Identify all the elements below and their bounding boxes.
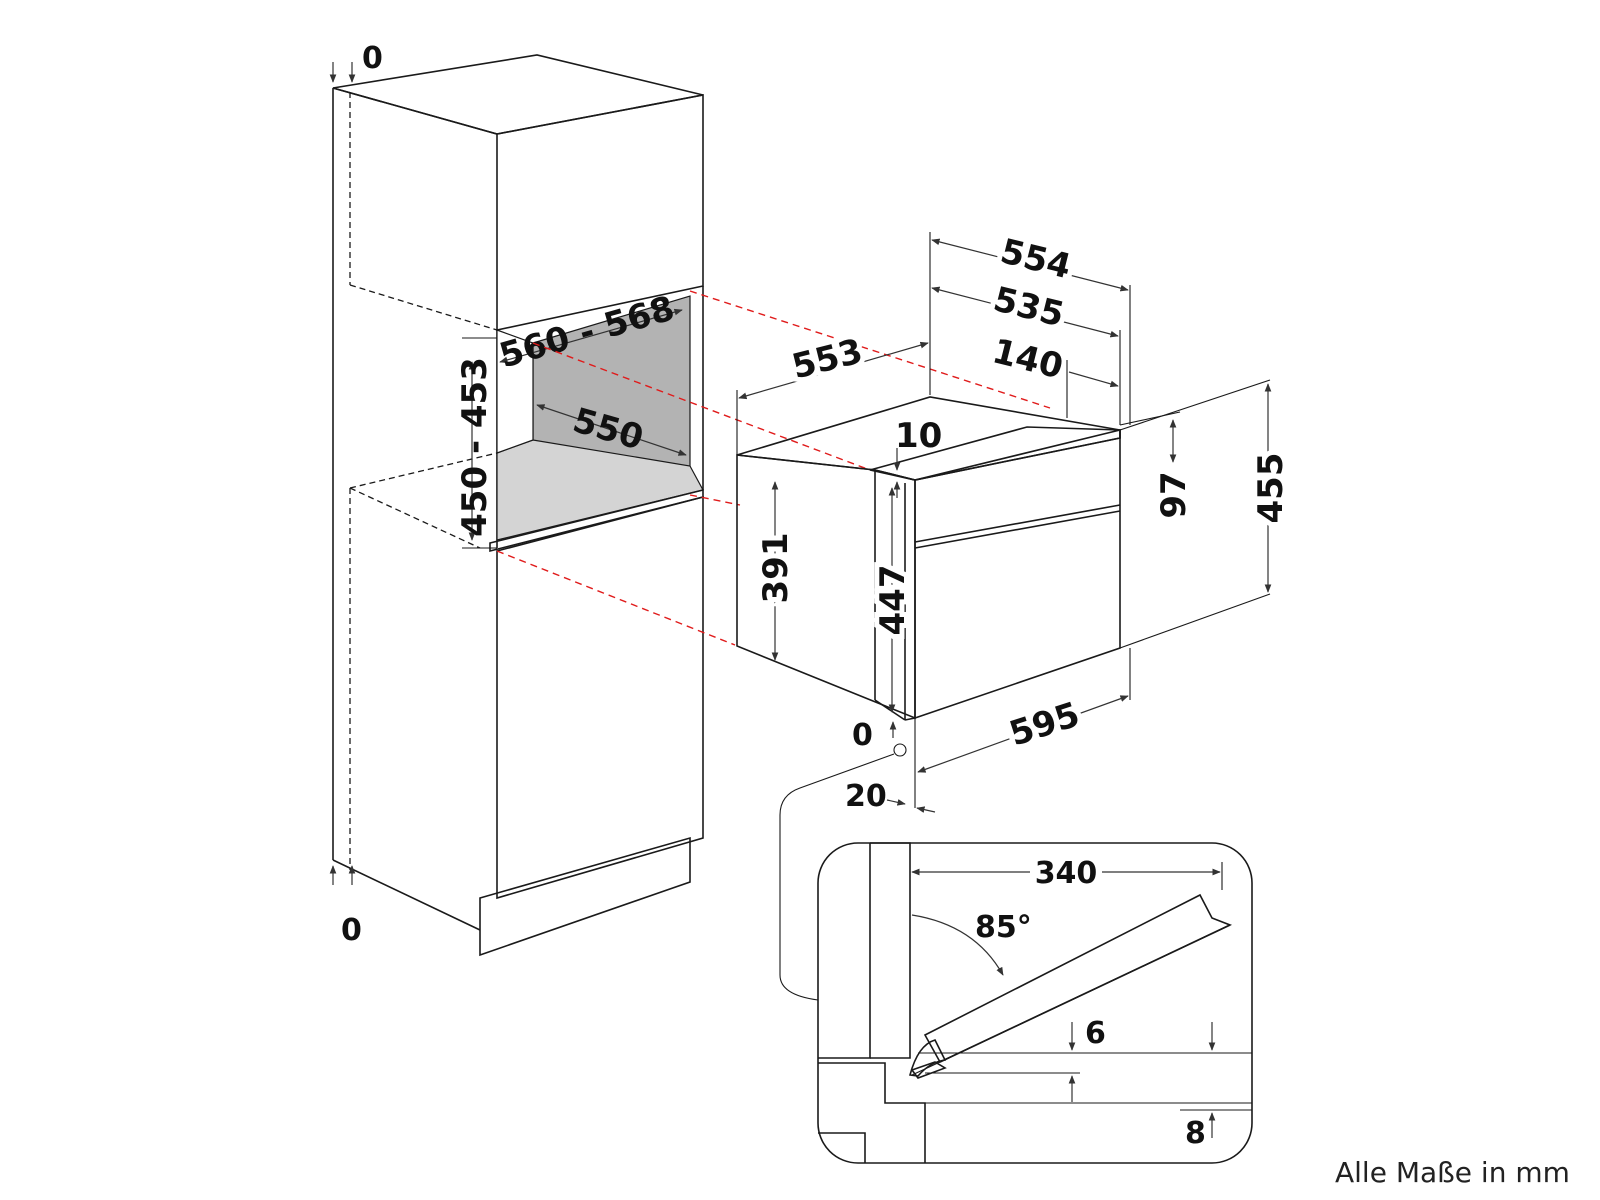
- dim-oven-width: 595: [1005, 695, 1085, 755]
- units-note: Alle Maße in mm: [1335, 1156, 1570, 1189]
- dim-gap-upper: 6: [1085, 1016, 1106, 1051]
- dim-door-length: 340: [1035, 856, 1098, 891]
- dim-oven-height: 455: [1251, 453, 1291, 524]
- dim-door-angle: 85°: [975, 910, 1032, 945]
- dim-oven-depth-total: 553: [788, 331, 867, 387]
- tall-cabinet: [332, 54, 704, 957]
- dim-oven-front-step: 10: [895, 416, 942, 456]
- alignment-guides: [496, 290, 1051, 646]
- dim-cab-top-gap: 0: [362, 41, 383, 76]
- dim-front-offset: 20: [845, 779, 887, 814]
- dim-oven-top-depth: 554: [996, 231, 1075, 287]
- door-detail-view: 340 85° 6 8: [817, 842, 1253, 1164]
- detail-marker: [893, 743, 907, 757]
- oven: [736, 396, 1121, 721]
- dim-oven-body-depth: 535: [989, 279, 1068, 335]
- dim-body-front-height: 447: [873, 565, 913, 636]
- dim-body-side-height-bg: 391: [756, 533, 796, 604]
- dim-oven-back-step: 140: [988, 331, 1067, 387]
- dim-body-front-height-bg: 447: [873, 565, 913, 636]
- dim-cab-bottom-gap: 0: [341, 913, 362, 948]
- dim-oven-height-bg: 455: [1251, 453, 1291, 524]
- dim-gap-lower: 8: [1185, 1116, 1206, 1151]
- dim-body-side-height: 391: [756, 533, 796, 604]
- oven-dimensions: 554 554 535 535 140 553 553 10 97 455 45…: [736, 226, 1296, 1001]
- dim-control-panel-height: 97: [1154, 471, 1194, 518]
- dim-front-gap: 0: [852, 718, 873, 753]
- dim-niche-height: 450 - 453: [455, 357, 495, 537]
